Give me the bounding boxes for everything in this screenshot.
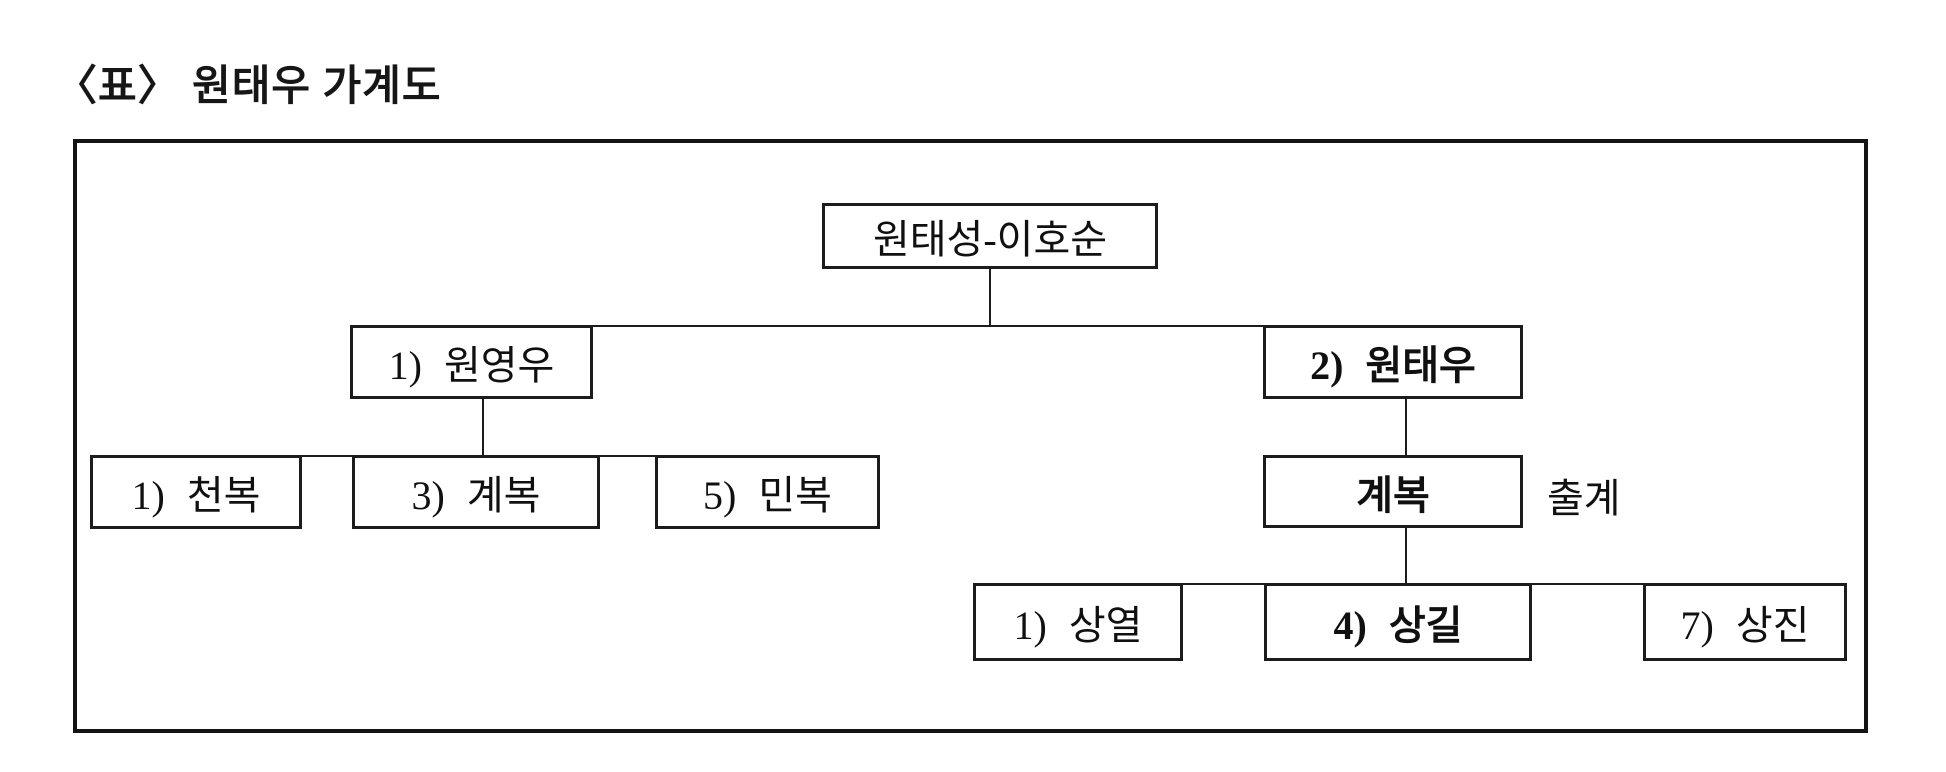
node-grandchild-sangjin: 7) 상진 [1643, 583, 1847, 661]
node-child-minbok: 5) 민복 [655, 455, 880, 529]
node-child-gyebok: 3) 계복 [352, 455, 600, 529]
page-title: 〈표〉 원태우 가계도 [55, 64, 442, 110]
connector-gyebok-down [1405, 527, 1407, 583]
node-son2-wontaewoo: 2) 원태우 [1263, 325, 1523, 399]
connector-generation2 [592, 325, 1265, 327]
node-child-cheonbok: 1) 천복 [90, 455, 302, 529]
connector-root-down [989, 267, 991, 325]
node-adopted-son-gyebok: 계복 [1263, 455, 1523, 528]
node-grandchild-sangyeol: 1) 상열 [973, 583, 1183, 661]
connector-yeongwoo-down [482, 399, 484, 455]
annotation-chulgye: 출계 [1547, 476, 1621, 521]
node-son1-wonyeongwoo: 1) 원영우 [350, 325, 593, 399]
node-progenitor-couple: 원태성-이호순 [822, 203, 1158, 269]
node-grandchild-sanggil: 4) 상길 [1264, 583, 1532, 661]
connector-taewoo-down [1405, 399, 1407, 455]
